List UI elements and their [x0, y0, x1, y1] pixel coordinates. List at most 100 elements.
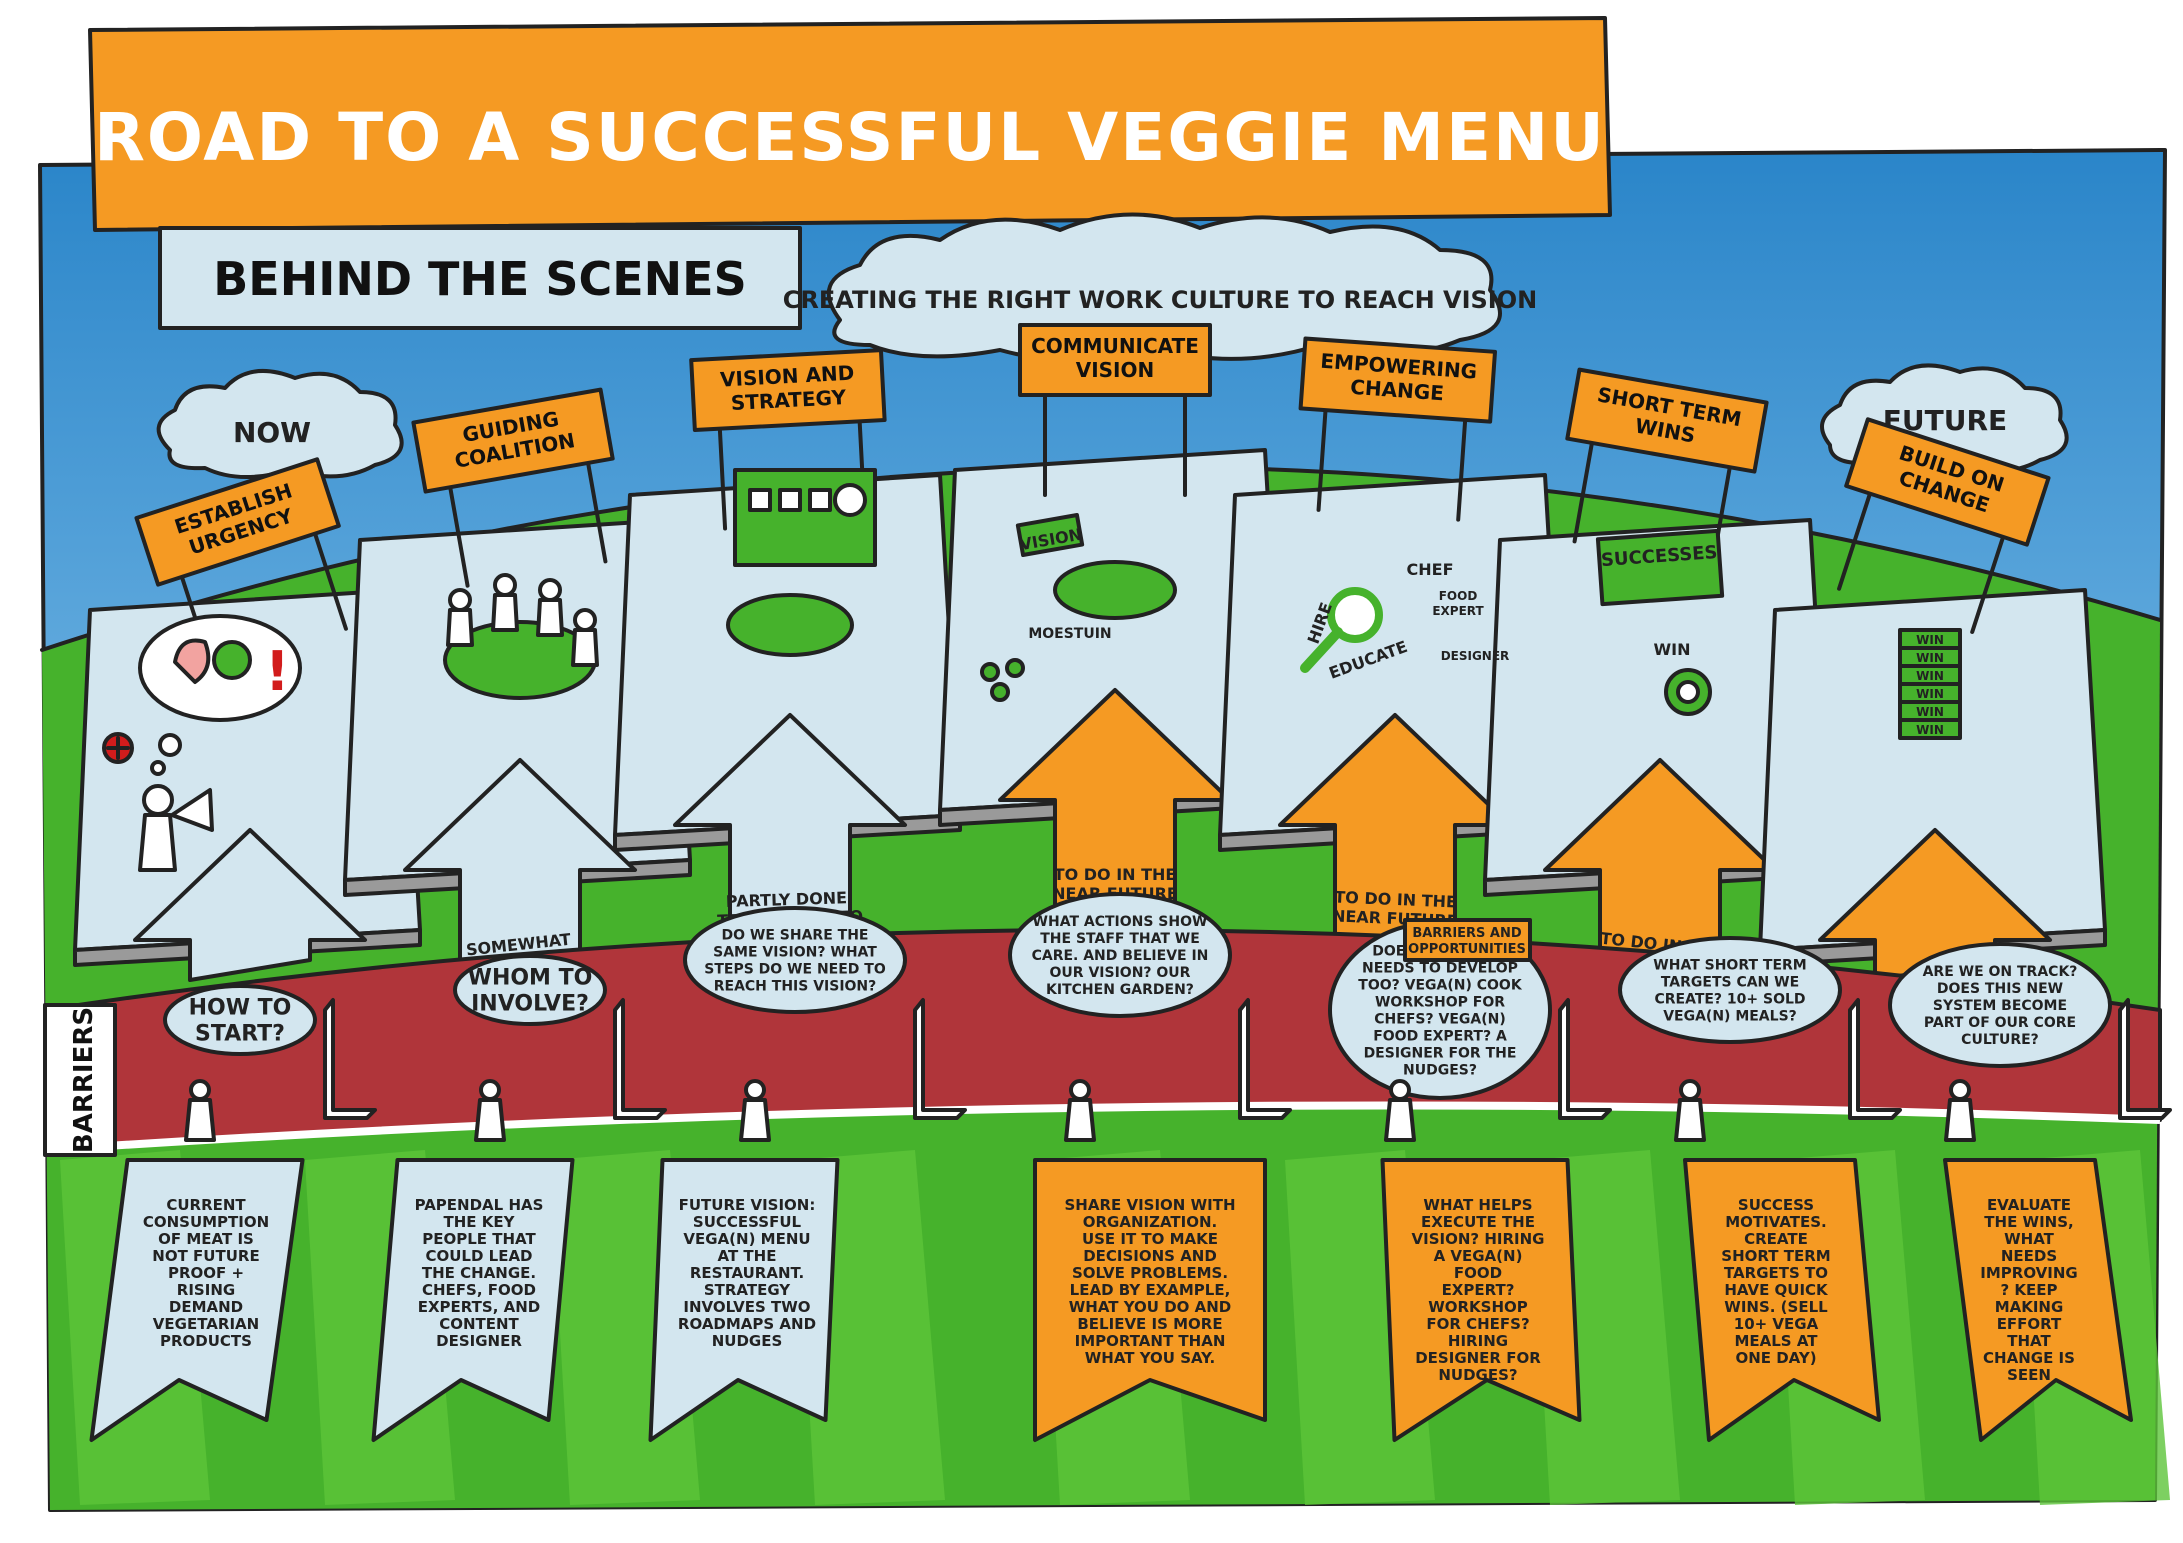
illustration-details: ! VISION MOESTUIN: [102, 468, 1962, 872]
banner-ribbon: [1683, 1158, 1881, 1442]
banner-text: EFFORT: [1997, 1315, 2062, 1333]
banner-text: FOR CHEFS?: [1426, 1315, 1529, 1333]
banner-text: ? KEEP: [2000, 1281, 2057, 1299]
barrier-tag-text: OPPORTUNITIES: [1408, 942, 1526, 957]
banner-ribbon: [1943, 1158, 2133, 1442]
banner-text: CONSUMPTION: [143, 1213, 269, 1231]
banner-text: THE KEY: [444, 1213, 516, 1231]
banner-text: CREATE: [1744, 1230, 1808, 1248]
barrier-question-text: STEPS DO WE NEED TO: [704, 961, 886, 977]
banner-ribbon: [648, 1158, 840, 1442]
barrier-question-text: TOO? VEGA(N) COOK: [1358, 977, 1523, 993]
banner-text: DECISIONS AND: [1083, 1247, 1217, 1265]
banner-text: PRODUCTS: [160, 1332, 252, 1350]
barrier-question-text: CREATE? 10+ SOLD: [1654, 991, 1805, 1007]
caption-cloud: CREATING THE RIGHT WORK CULTURE TO REACH…: [783, 212, 1537, 363]
banner-text: WHAT: [2004, 1230, 2055, 1248]
banner-text: FOOD: [1454, 1264, 1502, 1282]
speech-bubble: [453, 954, 607, 1026]
speech-bubble: [1618, 936, 1842, 1044]
win-block-label: WIN: [1916, 651, 1944, 665]
banner-text: THE CHANGE.: [422, 1264, 536, 1282]
barrier-wall: [1558, 998, 1612, 1120]
wins-scene: SUCCESSES WIN: [1595, 528, 1725, 716]
banner-text: WHAT YOU DO AND: [1069, 1298, 1232, 1316]
banner-text: VEGETARIAN: [153, 1315, 259, 1333]
banner-text: EXECUTE THE: [1421, 1213, 1535, 1231]
barrier-question-text: INVOLVE?: [471, 992, 589, 1017]
barrier-question-text: WHAT SHORT TERM: [1653, 957, 1806, 973]
barrier-question-text: DOES THIS NEW: [1937, 981, 2063, 997]
barrier-question-text: THE STAFF THAT WE: [1040, 931, 1200, 947]
banner-text: WORKSHOP: [1428, 1298, 1528, 1316]
banner-ribbon: [1380, 1158, 1582, 1442]
barrier-question-text: OUR VISION? OUR: [1050, 965, 1191, 981]
banner-text: CURRENT: [166, 1196, 246, 1214]
banner-text: IMPORTANT THAN: [1075, 1332, 1226, 1350]
urgency-thought-bubble: !: [102, 614, 302, 872]
banner-text: FUTURE VISION:: [679, 1196, 816, 1214]
banner-text: STRATEGY: [704, 1281, 791, 1299]
banner-text: VISION? HIRING: [1412, 1230, 1545, 1248]
banner-text: 10+ VEGA: [1734, 1315, 1819, 1333]
step-status-text: TO DO IN THE: [1054, 865, 1177, 884]
banner-text: SOLVE PROBLEMS.: [1072, 1264, 1228, 1282]
banner-text: BELIEVE IS MORE: [1077, 1315, 1222, 1333]
win-block-label: WIN: [1916, 723, 1944, 737]
win-block-label: WIN: [1916, 669, 1944, 683]
moestuin-label: MOESTUIN: [1028, 626, 1111, 642]
banner-text: HAVE QUICK: [1724, 1281, 1829, 1299]
barrier-question-text: ARE WE ON TRACK?: [1923, 964, 2078, 980]
now-cloud: NOW: [156, 369, 404, 479]
food-expert-label-1: FOOD: [1439, 589, 1478, 603]
banner-text: ORGANIZATION.: [1083, 1213, 1218, 1231]
barrier-question-text: TARGETS CAN WE: [1661, 974, 1799, 990]
banner-text: PEOPLE THAT: [422, 1230, 536, 1248]
speech-bubble: [1008, 892, 1232, 1018]
exclamation-icon: !: [265, 640, 290, 703]
page-title: ROAD TO A SUCCESSFUL VEGGIE MENU: [94, 99, 1606, 176]
barrier-question-text: PART OF OUR CORE: [1924, 1015, 2076, 1031]
banner-text: NEEDS: [2001, 1247, 2057, 1265]
subtitle-box: BEHIND THE SCENES: [158, 226, 802, 330]
banner-text: SUCCESS: [1738, 1196, 1814, 1214]
chef-label: CHEF: [1407, 560, 1454, 579]
barrier-question-text: WHOM TO: [468, 966, 593, 991]
barrier-question-text: WORKSHOP FOR: [1375, 994, 1505, 1010]
banner-text: VEGA(N) MENU: [683, 1230, 810, 1248]
banner-text: ONE DAY): [1735, 1349, 1816, 1367]
coalition-table: [443, 573, 599, 700]
banner-text: DESIGNER FOR: [1415, 1349, 1541, 1367]
barriers-label: BARRIERS: [69, 1007, 99, 1153]
barrier-question-text: VEGA(N) MEALS?: [1663, 1008, 1797, 1024]
win-label: WIN: [1654, 640, 1691, 659]
barrier-question-text: CULTURE?: [1961, 1032, 2039, 1048]
banner-text: RISING: [177, 1281, 235, 1299]
banner-text: NUDGES?: [1438, 1366, 1517, 1384]
food-expert-label-2: EXPERT: [1432, 604, 1484, 618]
banner-text: EXPERTS, AND: [418, 1298, 541, 1316]
banner-text: ROADMAPS AND: [678, 1315, 816, 1333]
win-block-label: WIN: [1916, 633, 1944, 647]
barrier-question-text: WHAT ACTIONS SHOW: [1033, 914, 1208, 930]
step-2: SOMEWHATDONE, BRINGTEAMTOGETHERGUIDINGCO…: [343, 387, 692, 1016]
banner-text: WHAT HELPS: [1423, 1196, 1532, 1214]
banner-text: TARGETS TO: [1724, 1264, 1828, 1282]
banner-text: THAT: [2007, 1332, 2051, 1350]
banner-text: A VEGA(N): [1434, 1247, 1523, 1265]
strategy-board: [726, 468, 877, 657]
banner-text: INVOLVES TWO: [683, 1298, 810, 1316]
subtitle: BEHIND THE SCENES: [213, 252, 746, 306]
barrier-question-text: CHEFS? VEGA(N): [1374, 1011, 1505, 1027]
banner-text: DESIGNER: [436, 1332, 522, 1350]
